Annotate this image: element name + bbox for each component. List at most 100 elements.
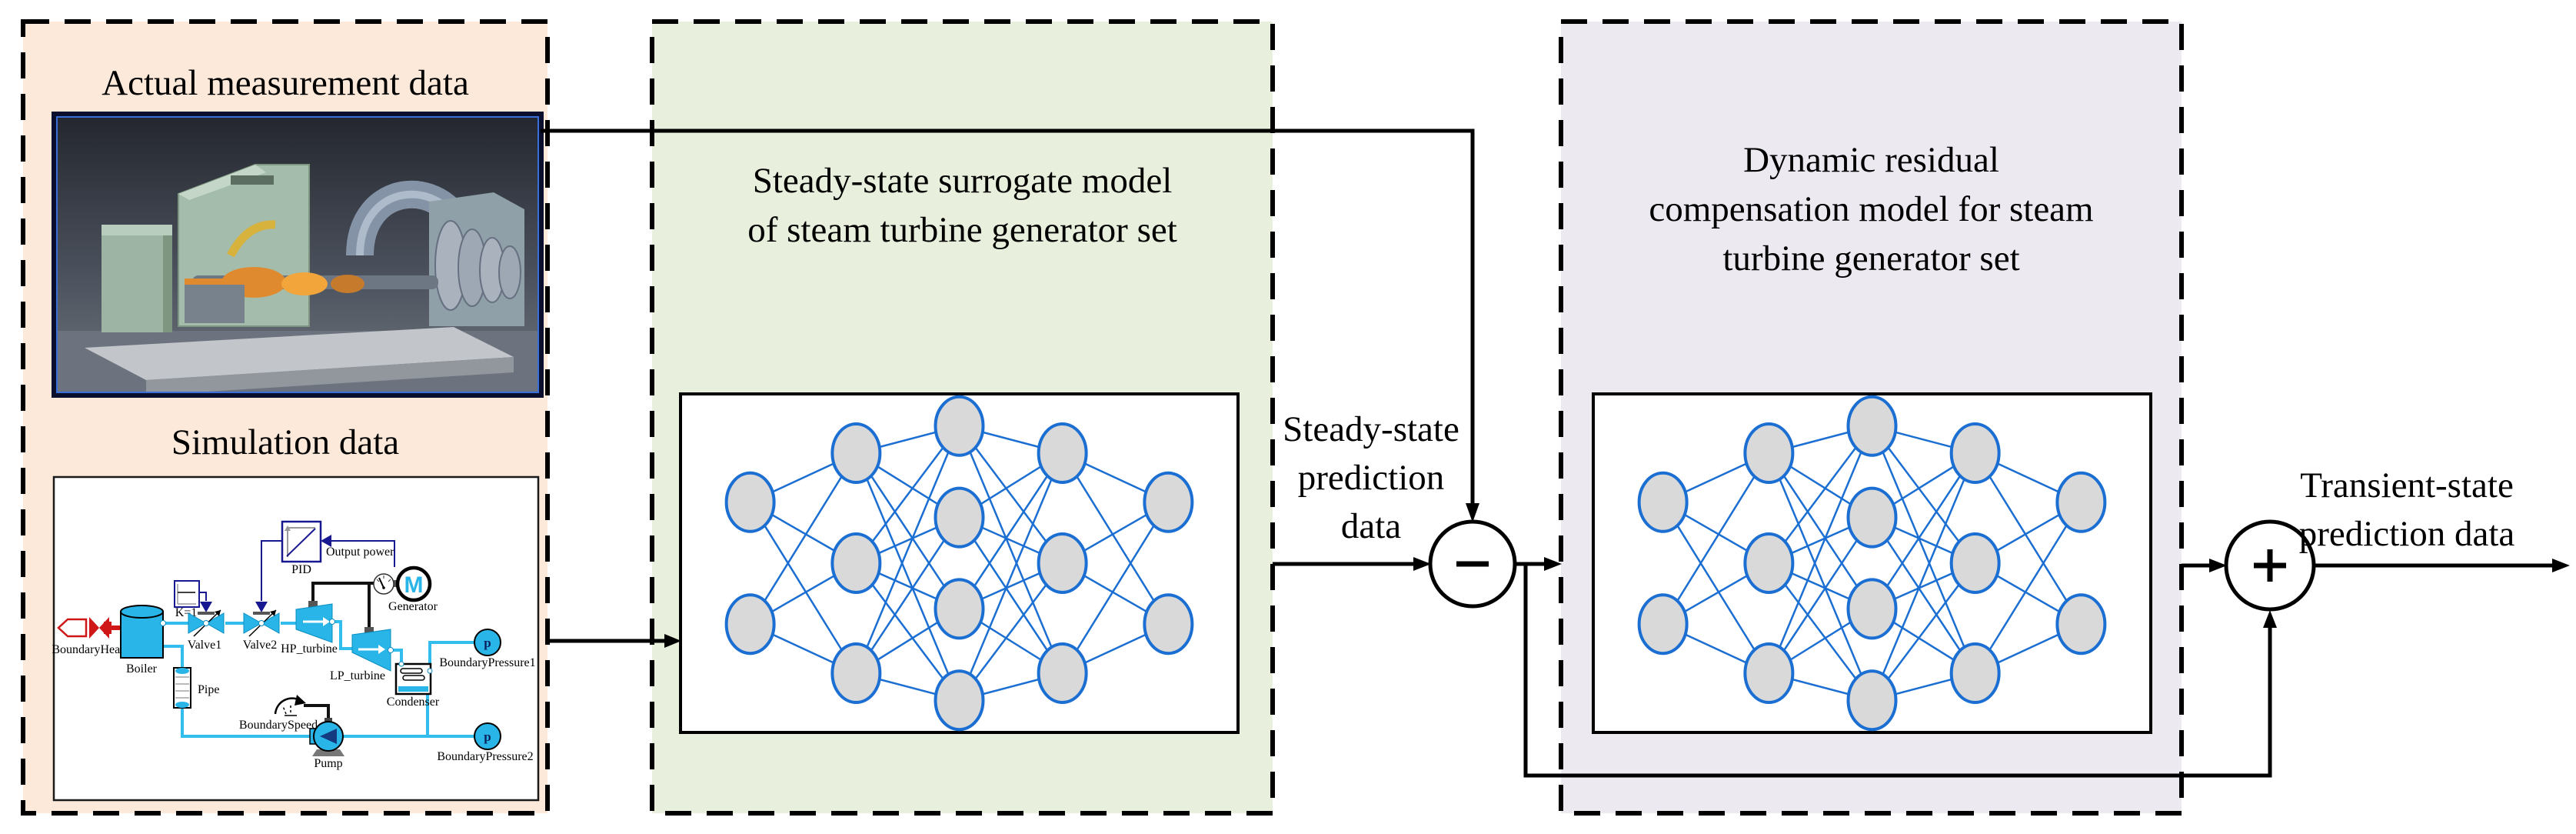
boundary-speed-label: BoundarySpeed bbox=[239, 719, 318, 732]
boundary-pressure2-icon bbox=[474, 722, 501, 750]
flow-arrowheads bbox=[664, 503, 2570, 648]
surrogate-title: Steady-state surrogate model of steam tu… bbox=[652, 156, 1273, 255]
plus-junction bbox=[2224, 519, 2316, 612]
nn-node bbox=[2055, 593, 2107, 656]
flow-lines bbox=[541, 128, 2552, 778]
ss-label-line3: data bbox=[1340, 506, 1402, 546]
ts-label-line1: Transient-state bbox=[2300, 465, 2514, 505]
nn-node bbox=[1637, 593, 1689, 656]
nn-node bbox=[1037, 532, 1088, 594]
output-power-label: Output power bbox=[326, 545, 394, 559]
pid-input-arrow-icon bbox=[321, 535, 331, 547]
shaft-lines bbox=[304, 582, 374, 722]
lp-turbine-label: LP_turbine bbox=[330, 669, 385, 682]
residual-title-line3: turbine generator set bbox=[1722, 239, 2020, 279]
nn-node bbox=[1949, 642, 2001, 704]
boundary-pressure2-p: p bbox=[484, 729, 491, 744]
boiler-component bbox=[120, 605, 164, 659]
nn-node bbox=[724, 593, 776, 656]
residual-neural-network bbox=[1637, 395, 2107, 732]
junction-dot bbox=[160, 620, 166, 626]
simulation-title-text: Simulation data bbox=[171, 422, 400, 462]
surrogate-title-line2: of steam turbine generator set bbox=[747, 210, 1177, 250]
nn-node bbox=[830, 422, 882, 484]
arrowhead-into-plus bbox=[2209, 559, 2227, 572]
valve2-component bbox=[243, 609, 280, 637]
nn-node bbox=[934, 395, 985, 457]
arrowhead-down-into-minus bbox=[1466, 503, 1479, 522]
transient-state-prediction-label: Transient-state prediction data bbox=[2280, 462, 2534, 559]
surrogate-title-line1: Steady-state surrogate model bbox=[752, 161, 1173, 201]
nn-node bbox=[934, 669, 985, 732]
speed-gauge-icon bbox=[373, 573, 394, 595]
lp-turbine-component bbox=[351, 629, 394, 672]
ss-label-line2: prediction bbox=[1297, 458, 1445, 498]
lp-connector bbox=[364, 627, 374, 635]
nn-node bbox=[830, 532, 882, 594]
generator-m-icon: M bbox=[404, 572, 424, 598]
arrowhead-into-residual-panel bbox=[1544, 557, 1562, 571]
measurement-title: Actual measurement data bbox=[23, 58, 547, 108]
residual-title-line2: compensation model for steam bbox=[1649, 189, 2094, 229]
nn-node bbox=[830, 642, 882, 704]
measurement-title-text: Actual measurement data bbox=[102, 63, 469, 103]
nn-node bbox=[1846, 578, 1898, 640]
nn-node bbox=[1949, 422, 2001, 484]
boundary-speed-icon bbox=[274, 695, 306, 716]
minus-junction bbox=[1428, 519, 1517, 609]
nn-nodes bbox=[1637, 395, 2107, 732]
k1-block bbox=[174, 580, 200, 608]
nn-node bbox=[1846, 486, 1898, 549]
pump-label: Pump bbox=[314, 757, 342, 770]
nn-node bbox=[1637, 471, 1689, 533]
simulation-title: Simulation data bbox=[23, 418, 547, 467]
measurement-to-minus-line bbox=[541, 128, 1475, 503]
turbine-photo-illustration bbox=[54, 114, 541, 395]
boundary-heat-component bbox=[57, 617, 121, 639]
valve1-label: Valve1 bbox=[188, 639, 221, 652]
turbine-photo-frame-inner bbox=[56, 116, 539, 393]
generator-component bbox=[395, 565, 432, 602]
nn-node bbox=[1743, 532, 1795, 594]
valve1-component bbox=[188, 609, 225, 637]
surrogate-neural-network bbox=[724, 395, 1194, 732]
residual-title: Dynamic residual compensation model for … bbox=[1561, 135, 2182, 283]
hp-turbine-component bbox=[295, 603, 335, 643]
nn-node bbox=[724, 471, 776, 533]
pipe-component bbox=[173, 667, 191, 709]
arrowhead-output bbox=[2552, 559, 2570, 572]
nn-node bbox=[1143, 471, 1194, 533]
boundary-pressure1-icon bbox=[474, 629, 501, 656]
ss-label-line1: Steady-state bbox=[1283, 409, 1459, 449]
generator-label: Generator bbox=[388, 600, 438, 613]
nn-node bbox=[1743, 422, 1795, 484]
process-pipes bbox=[163, 620, 474, 738]
pipe-label: Pipe bbox=[198, 683, 219, 696]
pump-connector bbox=[324, 718, 332, 723]
simulation-diagram: BoundaryHeat Boiler K=1 Valve1 bbox=[52, 475, 540, 802]
nn-node bbox=[1037, 422, 1088, 484]
boundary-heat-label: BoundaryHeat bbox=[52, 643, 124, 656]
condenser-component bbox=[394, 661, 433, 696]
nn-node bbox=[1143, 593, 1194, 656]
nn-node bbox=[1846, 395, 1898, 457]
nn-node bbox=[1037, 642, 1088, 704]
residual-title-line1: Dynamic residual bbox=[1743, 140, 1999, 180]
arrowhead-up-into-plus bbox=[2263, 610, 2277, 628]
nn-node bbox=[934, 486, 985, 549]
ts-label-line2: prediction data bbox=[2298, 514, 2515, 554]
nn-node bbox=[2055, 471, 2107, 533]
valve1-actuator-bar bbox=[198, 612, 215, 615]
pid-block bbox=[281, 520, 322, 563]
gen-connector bbox=[392, 580, 398, 587]
boiler-label: Boiler bbox=[126, 662, 158, 676]
valve1-actuator-icon bbox=[200, 602, 212, 612]
condenser-label: Condenser bbox=[387, 696, 440, 709]
nn-node bbox=[1846, 669, 1898, 732]
pid-label: PID bbox=[291, 563, 311, 576]
steady-state-prediction-label: Steady-state prediction data bbox=[1270, 405, 1472, 551]
arrowhead-into-surrogate-nn bbox=[664, 634, 681, 648]
valve2-actuator-bar bbox=[253, 612, 270, 615]
